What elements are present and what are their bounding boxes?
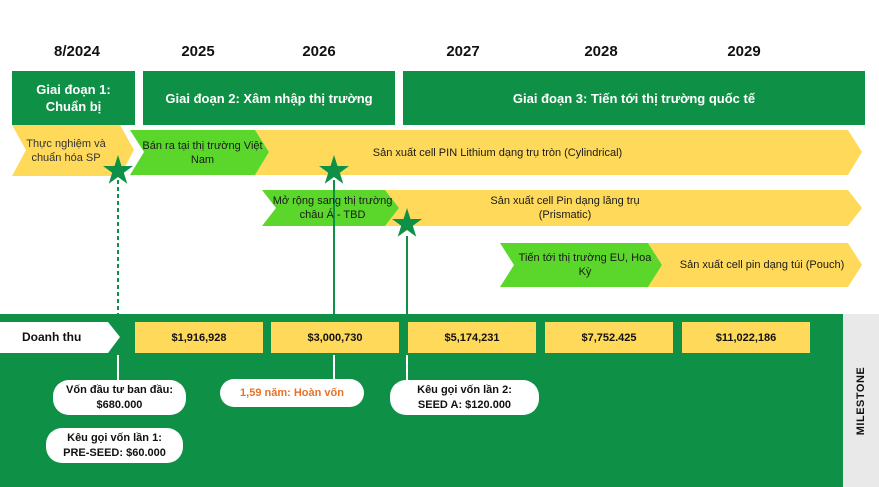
revenue-2028: $7,752.425 <box>545 322 673 353</box>
milestone-initial-investment: Vốn đầu tư ban đầu: $680.000 <box>53 380 186 415</box>
eu-us-arrow <box>500 243 662 287</box>
phase-1-header: Giai đoạn 1: Chuẩn bị <box>12 71 135 125</box>
milestone-side-tab: MILESTONE <box>843 314 879 487</box>
year-2028: 2028 <box>584 43 618 60</box>
star-icon <box>319 155 349 184</box>
expand-asia-label: Mở rộng sang thị trường châu Á - TBD <box>272 195 393 221</box>
breakeven-text: 1,59 năm: Hoàn vốn <box>240 386 344 399</box>
initial-investment-text: Vốn đầu tư ban đầu: $680.000 <box>66 383 173 411</box>
year-2025: 2025 <box>181 43 215 60</box>
milestone-seed-a: Kêu gọi vốn lần 2: SEED A: $120.000 <box>390 380 539 415</box>
pre-seed-text: Kêu gọi vốn lần 1: PRE-SEED: $60.000 <box>63 431 166 459</box>
revenue-row-label: Doanh thu <box>0 322 120 353</box>
prep-label: Thực nghiệm và chuẩn hóa SP <box>26 137 106 164</box>
phase-2-label: Giai đoạn 2: Xâm nhập thị trường <box>165 90 373 106</box>
cylindrical-label: Sản xuất cell PIN Lithium dạng trụ tròn … <box>372 146 623 159</box>
year-2024: 8/2024 <box>54 43 100 60</box>
pouch-label: Sản xuất cell pin dạng túi (Pouch) <box>679 259 845 271</box>
star-icon <box>103 155 133 184</box>
eu-us-label: Tiến tới thị trường EU, Hoa Kỳ <box>518 252 652 278</box>
phase-1-label: Giai đoạn 1: Chuẩn bị <box>36 82 111 114</box>
prep-arrow <box>12 125 134 176</box>
year-2027: 2027 <box>446 43 480 60</box>
phase-2-header: Giai đoạn 2: Xâm nhập thị trường <box>143 71 395 125</box>
launch-vn-arrow <box>130 130 269 175</box>
phase-3-label: Giai đoạn 3: Tiến tới thị trường quốc tế <box>512 90 756 106</box>
milestone-pre-seed: Kêu gọi vốn lần 1: PRE-SEED: $60.000 <box>46 428 183 463</box>
revenue-2025: $1,916,928 <box>135 322 263 353</box>
star-icon <box>392 208 422 237</box>
revenue-2026: $3,000,730 <box>271 322 399 353</box>
launch-vn-label: Bán ra tại thị trường Việt Nam <box>142 139 263 166</box>
revenue-label-arrow <box>0 322 120 353</box>
prismatic-label: Sản xuất cell Pin dạng lăng trụ (Prismat… <box>490 195 640 221</box>
expand-asia-arrow <box>262 190 399 226</box>
revenue-2029: $11,022,186 <box>682 322 810 353</box>
prismatic-arrow <box>385 190 862 226</box>
year-2029: 2029 <box>727 43 761 60</box>
revenue-2027: $5,174,231 <box>408 322 536 353</box>
pouch-arrow <box>648 243 862 287</box>
revenue-label-text: Doanh thu <box>22 330 82 344</box>
phase-3-header: Giai đoạn 3: Tiến tới thị trường quốc tế <box>403 71 865 125</box>
year-2026: 2026 <box>302 43 336 60</box>
milestone-breakeven: 1,59 năm: Hoàn vốn <box>220 379 364 407</box>
cylindrical-arrow <box>255 130 862 175</box>
seed-a-text: Kêu gọi vốn lần 2: SEED A: $120.000 <box>417 383 512 411</box>
